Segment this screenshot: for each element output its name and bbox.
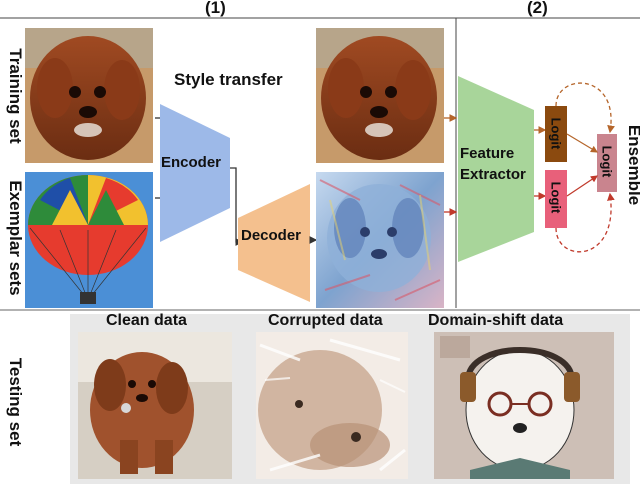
testing-set-label: Testing set xyxy=(5,347,25,457)
logit-ensemble-label: Logit xyxy=(600,144,615,180)
corrupted-data-image xyxy=(256,332,408,479)
decoder-label: Decoder xyxy=(241,227,301,244)
domain-shift-data-image xyxy=(434,332,614,479)
corrupted-data-caption: Corrupted data xyxy=(268,312,383,330)
ensemble-label: Ensemble xyxy=(624,115,640,215)
training-image-copy xyxy=(316,28,444,163)
clean-data-image xyxy=(78,332,232,479)
encoder-block xyxy=(160,104,230,242)
logit-bottom-label: Logit xyxy=(549,180,564,216)
exemplar-sets-label: Exemplar sets xyxy=(5,175,25,301)
logit-top-label: Logit xyxy=(549,116,564,152)
training-set-label: Training set xyxy=(5,41,25,151)
training-image xyxy=(25,28,153,163)
feature-extractor-label-line2: Extractor xyxy=(460,166,526,183)
style-transfer-label: Style transfer xyxy=(174,70,283,90)
clean-data-caption: Clean data xyxy=(106,312,187,330)
stylized-image xyxy=(316,172,444,308)
encoder-label: Encoder xyxy=(161,154,221,171)
feature-extractor-label-line1: Feature xyxy=(460,145,514,162)
exemplar-image xyxy=(25,172,153,308)
domain-shift-data-caption: Domain-shift data xyxy=(428,312,563,330)
